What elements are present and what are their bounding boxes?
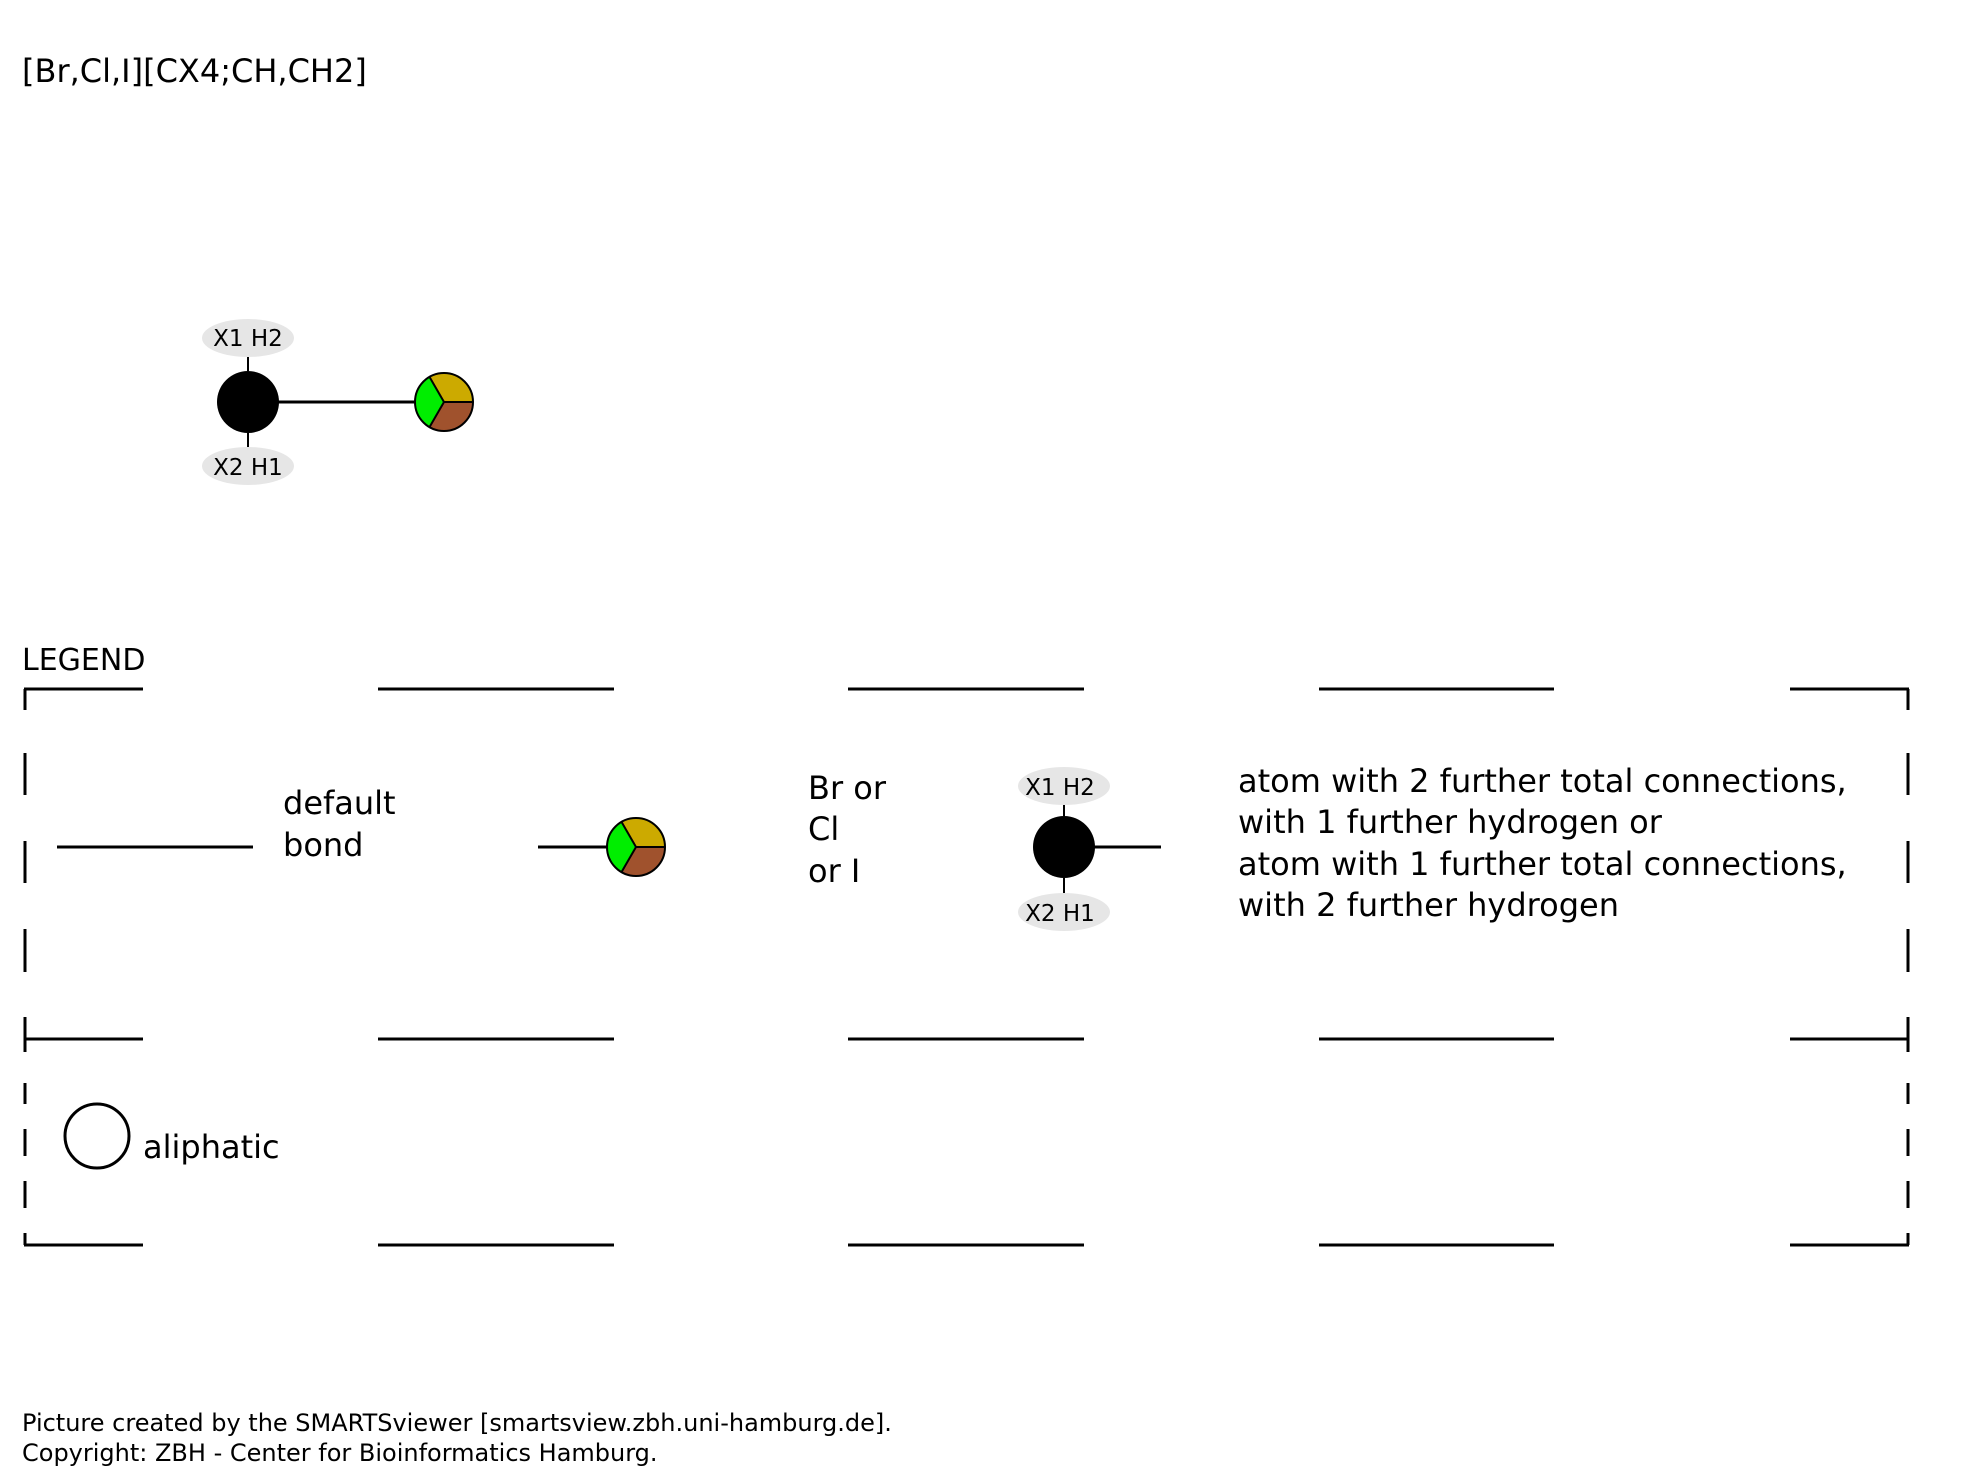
legend-aliphatic: aliphatic [63, 1102, 280, 1170]
carbon-description-line2: with 1 further hydrogen or [1238, 803, 1663, 841]
smarts-pattern: [Br,Cl,I][CX4;CH,CH2] [22, 52, 367, 90]
carbon-atom [217, 371, 279, 433]
halogen-atom-sample [606, 817, 666, 877]
footer-copyright: Copyright: ZBH - Center for Bioinformati… [22, 1439, 658, 1467]
halogen-label-line3: or I [808, 852, 860, 890]
aliphatic-sample-circle [63, 1102, 131, 1170]
carbon-badge-top-label: X1 H2 [213, 326, 283, 352]
halogen-label-line2: Cl [808, 810, 839, 848]
carbon-atom-sample [1033, 816, 1095, 878]
default-bond-label-line2: bond [283, 826, 363, 864]
legend-frame [23, 687, 1910, 1247]
halogen-label-line1: Br or [808, 769, 887, 807]
carbon-sample-badge-top-label: X1 H2 [1025, 775, 1095, 801]
carbon-description-line4: with 2 further hydrogen [1238, 886, 1619, 924]
carbon-badge-top [202, 319, 294, 357]
legend-carbon: X1 H2 X2 H1 atom with 2 further total co… [1018, 762, 1847, 931]
aliphatic-label: aliphatic [143, 1128, 280, 1166]
footer-credit: Picture created by the SMARTSviewer [sma… [22, 1409, 892, 1437]
carbon-description-line1: atom with 2 further total connections, [1238, 762, 1847, 800]
carbon-description-line3: atom with 1 further total connections, [1238, 845, 1847, 883]
halogen-atom [414, 372, 474, 432]
default-bond-label-line1: default [283, 784, 396, 822]
halogen-sector-green [607, 821, 636, 873]
halogen-sector-green [415, 376, 444, 428]
legend-default-bond: default bond [57, 784, 396, 864]
carbon-sample-badge-top [1018, 767, 1110, 805]
carbon-badge-bottom [202, 447, 294, 485]
molecule: X1 H2 X2 H1 [202, 319, 474, 485]
carbon-badge-bottom-label: X2 H1 [213, 455, 283, 481]
carbon-sample-badge-bottom-label: X2 H1 [1025, 901, 1095, 927]
legend-title: LEGEND [22, 643, 145, 678]
carbon-sample-badge-bottom [1018, 893, 1110, 931]
legend-halogen: Br or Cl or I [538, 769, 887, 890]
